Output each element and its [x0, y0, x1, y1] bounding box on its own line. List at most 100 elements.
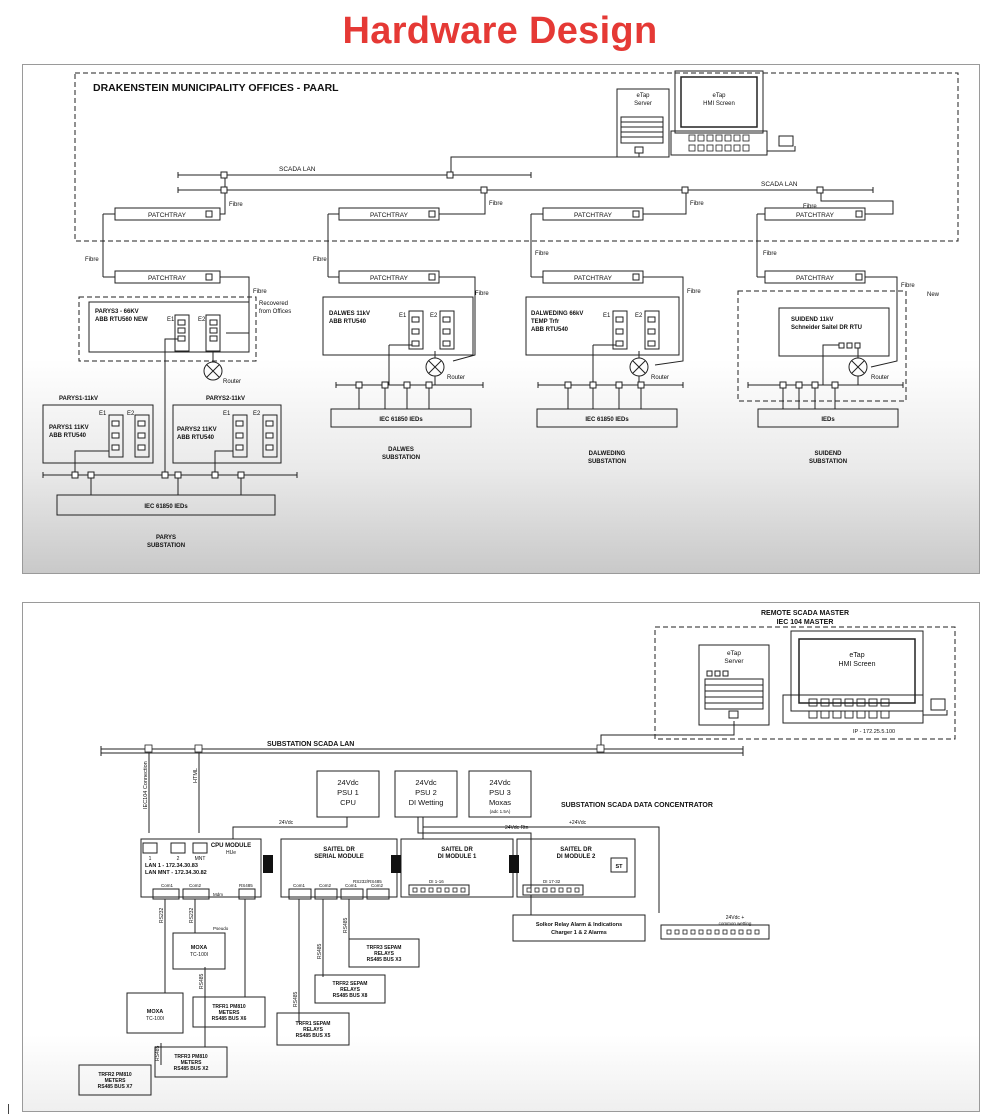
port-label: 1 — [149, 856, 152, 862]
patchtray-label: PATCHTRAY — [574, 275, 613, 282]
serial-label: SERIAL MODULE — [314, 854, 364, 860]
iec104-label: IEC104 Connection — [143, 761, 149, 809]
fibre-label: Fibre — [253, 289, 267, 295]
di2-range: DI 17-32 — [543, 879, 561, 884]
di1-range: DI 1-16 — [429, 879, 444, 884]
fibre-label: Fibre — [229, 202, 243, 208]
psu3-label: (adc 1.5A) — [490, 809, 511, 814]
solkor-label: Solkor Relay Alarm & Indications — [536, 922, 622, 928]
recovered-label: Recovered — [259, 301, 288, 307]
com2-label: Com2 — [371, 883, 384, 888]
serial-label: SAITEL DR — [323, 847, 355, 853]
remote-master-boundary — [654, 626, 956, 740]
hmi-screen — [674, 70, 764, 134]
tfr2-pm-label: RS485 BUS X7 — [98, 1084, 133, 1090]
di2-label: SAITEL DR — [560, 847, 592, 853]
tfr3-pm-label: RS485 BUS X2 — [174, 1066, 209, 1072]
network-diagram-panel: DRAKENSTEIN MUNICIPALITY OFFICES - PAARL… — [22, 64, 980, 574]
v24-label: 24Vdc — [279, 820, 294, 826]
e2-label: E2 — [198, 317, 206, 323]
com1-label: Com1 — [293, 883, 306, 888]
remote-master-title: REMOTE SCADA MASTER — [761, 610, 849, 617]
tfr2-sepam-label: RELAYS — [340, 987, 360, 993]
psu1-label: CPU — [340, 798, 356, 807]
psu3-label: 24Vdc — [489, 778, 511, 787]
rs485-label: RS485 — [199, 973, 205, 989]
pseudo-label: Pseudo — [213, 926, 229, 931]
office-heading: DRAKENSTEIN MUNICIPALITY OFFICES - PAARL — [93, 82, 339, 94]
psu1-label: PSU 1 — [337, 788, 359, 797]
patchtray-label: PATCHTRAY — [370, 212, 409, 219]
tfr1-pm-label: TRFR1 PM810 — [212, 1004, 246, 1010]
substation-lan-label: SUBSTATION SCADA LAN — [267, 741, 354, 748]
drakenstein-network-diagram: DRAKENSTEIN MUNICIPALITY OFFICES - PAARL… — [42, 70, 959, 549]
di1-label: DI MODULE 1 — [438, 854, 477, 860]
tfr2-pm-label: TRFR2 PM810 — [98, 1072, 132, 1078]
parys2-label: ABB RTU540 — [177, 435, 215, 441]
lanmnt-label: LAN MNT - 172.34.30.82 — [145, 870, 207, 876]
tfr1-sepam-label: RELAYS — [303, 1027, 323, 1033]
v24-plus-label: +24Vdc — [569, 820, 587, 826]
parys1-label: PARYS1 11KV — [49, 425, 89, 431]
e2-label: E2 — [635, 313, 643, 319]
cpu-label: CPU MODULE — [211, 843, 251, 849]
tfr1-sepam-label: TRFR1 SEPAM — [296, 1021, 331, 1027]
substation-scada-diagram: REMOTE SCADA MASTER IEC 104 MASTER eTap … — [78, 610, 956, 1096]
dalwes-ieds-label: IEC 61850 IEDs — [379, 417, 423, 423]
tfr2-sepam-label: RS485 BUS X8 — [333, 993, 368, 999]
e2-label: E2 — [430, 313, 438, 319]
fibre-label: Fibre — [690, 201, 704, 207]
parys3-label: PARYS3 - 66KV — [95, 309, 139, 315]
patchtray-label: PATCHTRAY — [574, 212, 613, 219]
moxa-label: TC-100I — [146, 1016, 164, 1022]
router-label: Router — [447, 375, 465, 381]
server-label: Server — [634, 101, 652, 107]
office-boundary — [74, 72, 959, 242]
dalweding-label: ABB RTU540 — [531, 327, 569, 333]
parys2-label: PARYS2 11KV — [177, 427, 217, 433]
patchtray-label: PATCHTRAY — [796, 275, 835, 282]
scada-lan-label: SCADA LAN — [279, 166, 316, 173]
tfr3-sepam-label: TRFR3 SEPAM — [367, 945, 402, 951]
rs-label: RS232/RS485 — [353, 879, 382, 884]
patchtray-label: PATCHTRAY — [148, 275, 187, 282]
tfr1-pm-label: RS485 BUS X6 — [212, 1016, 247, 1022]
remote-master-title: IEC 104 MASTER — [777, 619, 834, 626]
concentrator-title: SUBSTATION SCADA DATA CONCENTRATOR — [561, 802, 713, 809]
etap-server — [616, 88, 670, 158]
dalweding-ieds-label: IEC 61850 IEDs — [585, 417, 629, 423]
server-label: eTap — [727, 650, 741, 657]
di1-label: SAITEL DR — [441, 847, 473, 853]
scada-lan-label: SCADA LAN — [761, 181, 798, 188]
e2-label: E2 — [127, 411, 135, 417]
page-title: Hardware Design — [342, 10, 658, 52]
parys-substation-label: SUBSTATION — [147, 543, 185, 549]
tfr1-sepam-label: RS485 BUS X5 — [296, 1033, 331, 1039]
di2-label: DI MODULE 2 — [557, 854, 596, 860]
fibre-label: Fibre — [803, 204, 817, 210]
port-label: MNT — [195, 856, 206, 862]
suidend-ieds-label: IEDs — [821, 417, 835, 423]
cpu-module — [140, 838, 262, 898]
com1-label: Com1 — [161, 883, 174, 888]
dalwes-substation-label: DALWES — [388, 447, 414, 453]
tfr3-sepam-label: RS485 BUS X3 — [367, 957, 402, 963]
hmi-label: HMI Screen — [839, 661, 876, 668]
fibre-label: Fibre — [763, 251, 777, 257]
hmi-label: HMI Screen — [703, 101, 735, 107]
parys-substation-label: PARYS — [156, 535, 176, 541]
suidend-label: Schneider Saitel DR RTU — [791, 325, 862, 331]
dalweding-label: TEMP Trfr — [531, 319, 560, 325]
fibre-label: Fibre — [475, 291, 489, 297]
psu3-label: PSU 3 — [489, 788, 511, 797]
com2-label: Com2 — [189, 883, 202, 888]
patchtray-label: PATCHTRAY — [148, 212, 187, 219]
router-label: Router — [871, 375, 889, 381]
rs232-label: RS232 — [159, 907, 165, 923]
parys1-title: PARYS1-11kV — [59, 396, 98, 402]
edge-mark — [8, 1104, 9, 1114]
psu2-label: PSU 2 — [415, 788, 437, 797]
new-label: New — [927, 292, 940, 298]
router-label: Router — [651, 375, 669, 381]
tfr3-pm-label: METERS — [181, 1060, 203, 1066]
